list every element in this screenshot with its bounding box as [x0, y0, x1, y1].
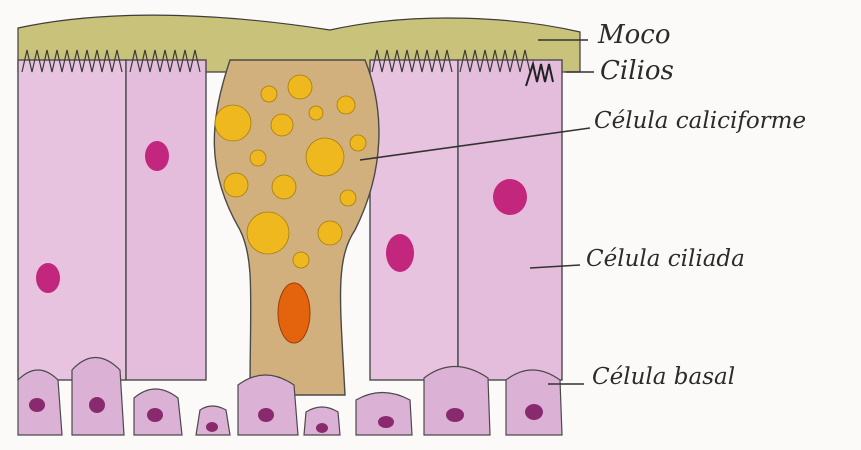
label-celula-ciliada: Célula ciliada: [586, 248, 745, 271]
ciliated-cell: [370, 60, 458, 380]
ciliated-cell: [18, 60, 126, 380]
basal-cell: [238, 375, 298, 435]
basal-cell: [424, 367, 490, 436]
label-celula-caliciforme: Célula caliciforme: [594, 110, 806, 133]
ciliated-cell-nucleus: [386, 234, 414, 272]
label-celula-basal: Célula basal: [592, 366, 735, 389]
basal-cell: [506, 370, 562, 435]
basal-cell: [72, 358, 124, 436]
ciliated-cell-nucleus: [36, 263, 60, 293]
ciliated-cell-nucleus: [493, 179, 527, 215]
label-cilios: Cilios: [600, 58, 674, 84]
goblet-cell-nucleus: [278, 283, 310, 343]
ciliated-cell: [458, 60, 562, 380]
label-moco: Moco: [598, 22, 671, 48]
ciliated-cell-nucleus: [145, 141, 169, 171]
ciliated-cell: [126, 60, 206, 380]
basal-cell: [356, 393, 412, 436]
